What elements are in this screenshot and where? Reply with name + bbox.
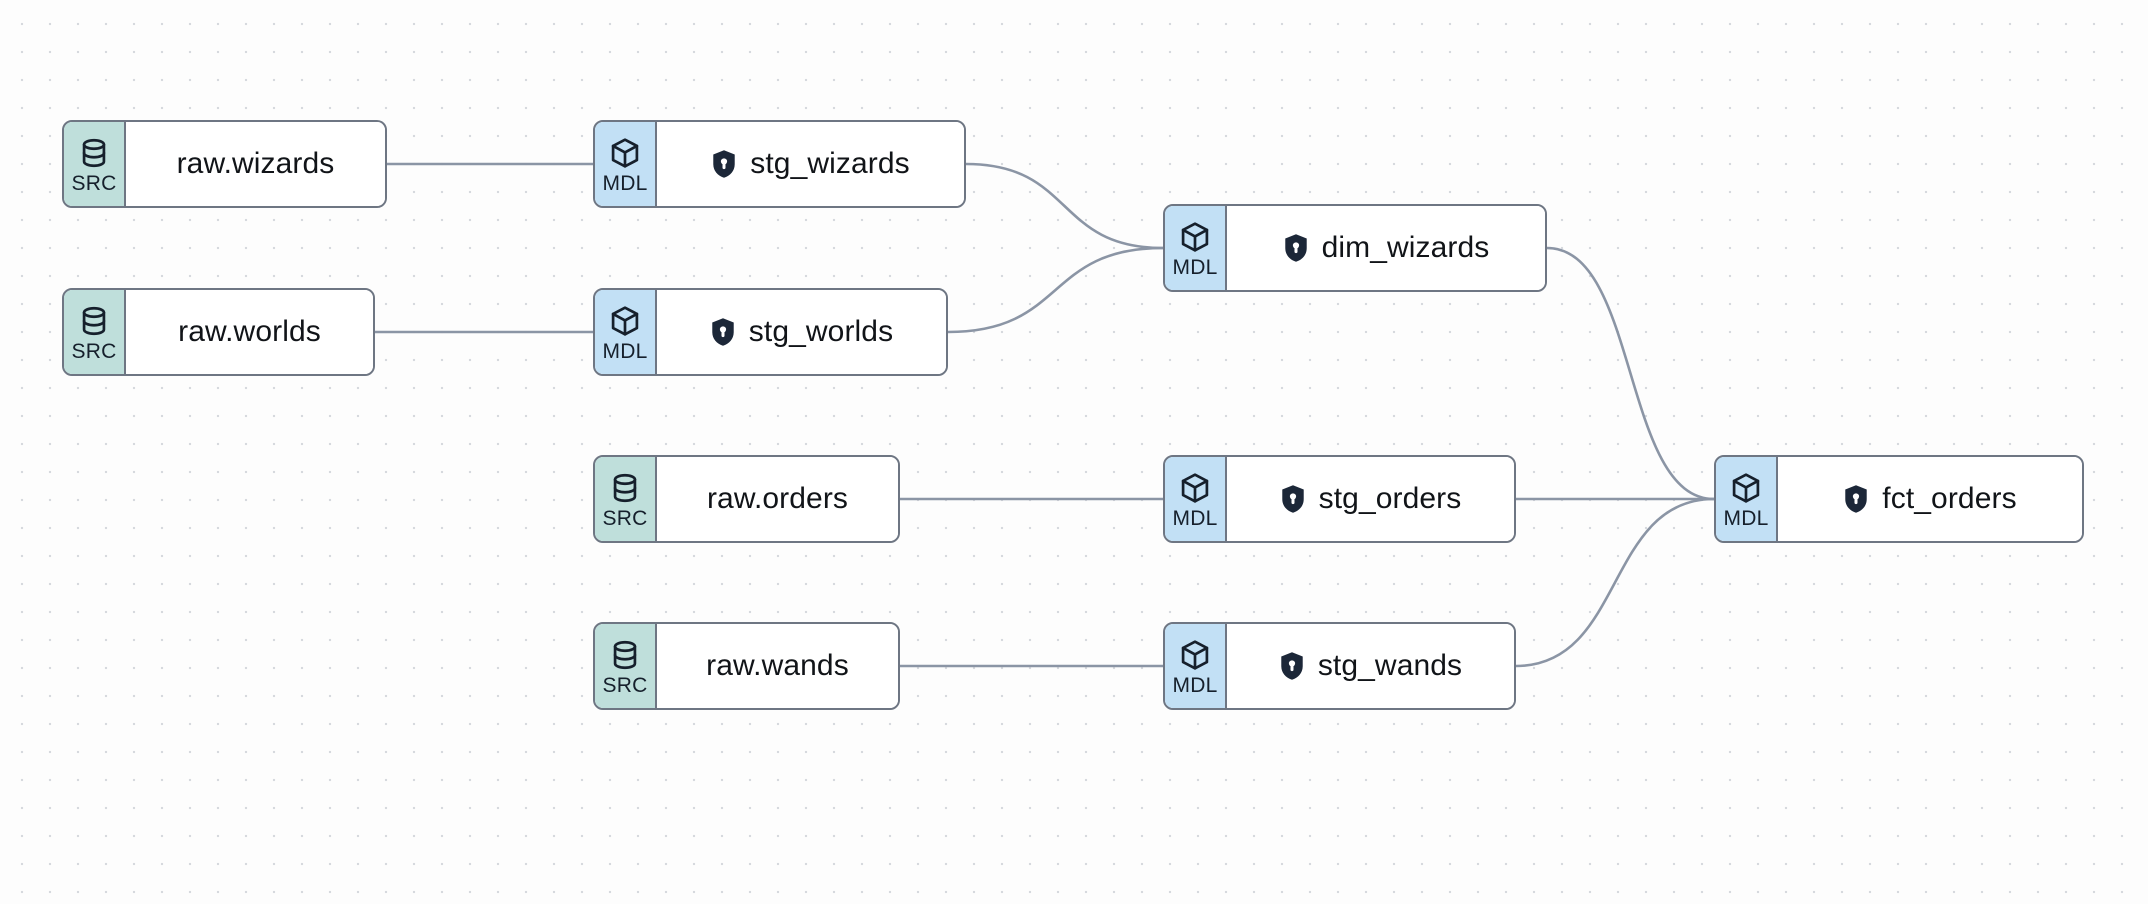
cube-icon [1729, 471, 1763, 505]
lineage-node-raw_worlds[interactable]: SRC raw.worlds [62, 288, 375, 376]
shield-lock-icon [1280, 484, 1306, 514]
database-icon [608, 638, 642, 672]
node-body: raw.worlds [126, 290, 373, 374]
database-icon [77, 136, 111, 170]
node-type-label: MDL [1172, 256, 1218, 279]
node-label: stg_wizards [750, 147, 910, 180]
node-label: dim_wizards [1321, 231, 1490, 264]
node-type-label: SRC [602, 507, 648, 530]
cube-icon [608, 136, 642, 170]
cube-icon [1178, 220, 1212, 254]
node-label: raw.worlds [178, 315, 321, 348]
node-type-label: MDL [1172, 507, 1218, 530]
node-label: stg_orders [1318, 482, 1462, 515]
lineage-edge-stg_worlds-to-dim_wizards [946, 246, 1165, 334]
cube-icon [608, 304, 642, 338]
cube-icon [1178, 471, 1212, 505]
shield-lock-icon [710, 317, 736, 347]
node-type-badge: MDL [1165, 624, 1227, 708]
node-type-badge: SRC [595, 457, 657, 541]
shield-lock-icon [1279, 651, 1305, 681]
node-type-label: SRC [71, 172, 117, 195]
node-label: raw.wands [706, 649, 849, 682]
node-type-label: MDL [1172, 674, 1218, 697]
lineage-node-raw_orders[interactable]: SRC raw.orders [593, 455, 900, 543]
node-type-badge: MDL [1165, 457, 1227, 541]
node-label: raw.wizards [176, 147, 335, 180]
node-type-badge: SRC [595, 624, 657, 708]
database-icon [77, 304, 111, 338]
shield-lock-icon [1283, 233, 1309, 263]
node-type-label: SRC [602, 674, 648, 697]
lineage-node-stg_wands[interactable]: MDL stg_wands [1163, 622, 1516, 710]
node-type-label: SRC [71, 340, 117, 363]
node-type-label: MDL [1723, 507, 1769, 530]
lineage-edge-stg_wands-to-fct_orders [1514, 497, 1716, 668]
node-body: raw.wands [657, 624, 898, 708]
node-type-badge: SRC [64, 290, 126, 374]
node-label: stg_wands [1317, 649, 1463, 682]
node-body: stg_worlds [657, 290, 946, 374]
node-body: dim_wizards [1227, 206, 1545, 290]
database-icon [608, 471, 642, 505]
node-body: fct_orders [1778, 457, 2082, 541]
node-type-label: MDL [602, 340, 648, 363]
lineage-node-raw_wizards[interactable]: SRC raw.wizards [62, 120, 387, 208]
node-label: raw.orders [706, 482, 849, 515]
node-body: stg_wizards [657, 122, 964, 206]
node-body: stg_wands [1227, 624, 1514, 708]
shield-lock-icon [1843, 484, 1869, 514]
lineage-node-raw_wands[interactable]: SRC raw.wands [593, 622, 900, 710]
node-label: stg_worlds [748, 315, 894, 348]
node-type-badge: MDL [595, 290, 657, 374]
node-type-badge: MDL [595, 122, 657, 206]
lineage-edge-stg_wizards-to-dim_wizards [964, 162, 1165, 250]
lineage-node-fct_orders[interactable]: MDL fct_orders [1714, 455, 2084, 543]
node-type-badge: MDL [1716, 457, 1778, 541]
node-label: fct_orders [1882, 482, 2017, 515]
lineage-node-stg_worlds[interactable]: MDL stg_worlds [593, 288, 948, 376]
node-body: stg_orders [1227, 457, 1514, 541]
lineage-node-dim_wizards[interactable]: MDL dim_wizards [1163, 204, 1547, 292]
node-type-label: MDL [602, 172, 648, 195]
node-body: raw.wizards [126, 122, 385, 206]
node-type-badge: SRC [64, 122, 126, 206]
lineage-node-stg_wizards[interactable]: MDL stg_wizards [593, 120, 966, 208]
lineage-node-stg_orders[interactable]: MDL stg_orders [1163, 455, 1516, 543]
node-type-badge: MDL [1165, 206, 1227, 290]
lineage-edge-dim_wizards-to-fct_orders [1545, 246, 1716, 501]
node-body: raw.orders [657, 457, 898, 541]
shield-lock-icon [711, 149, 737, 179]
cube-icon [1178, 638, 1212, 672]
